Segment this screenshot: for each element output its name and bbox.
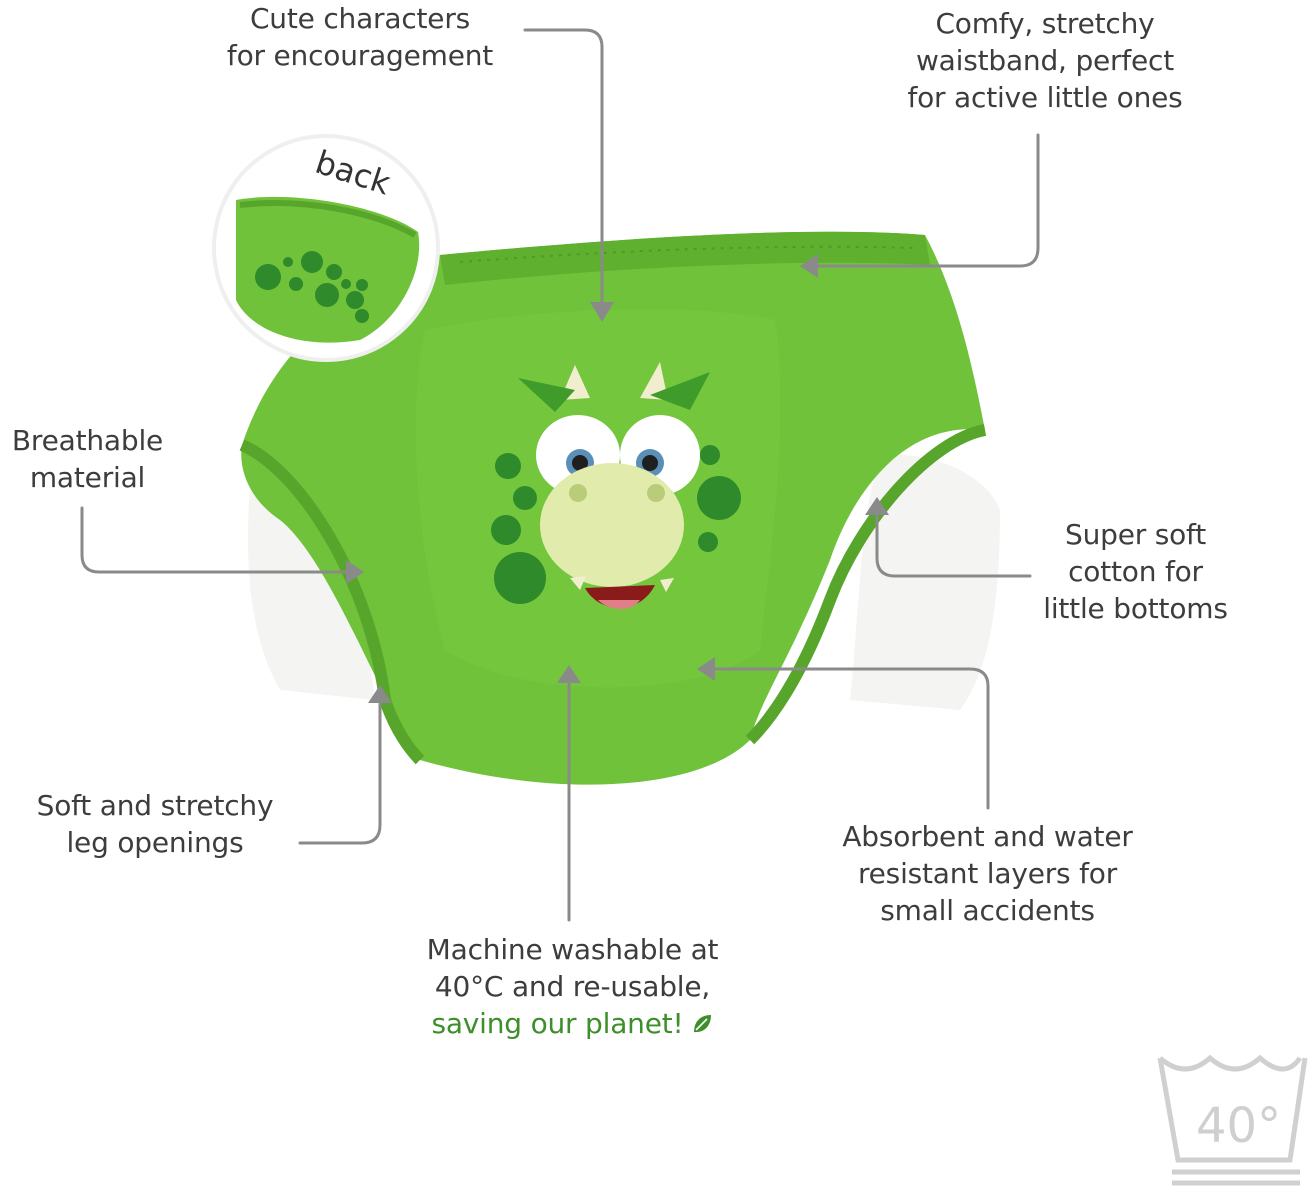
callout-cotton: Super soft cotton for little bottoms [1028, 516, 1243, 627]
arrow-leg [298, 698, 382, 845]
callout-cotton-line-3: little bottoms [1043, 592, 1228, 625]
callout-absorbent: Absorbent and water resistant layers for… [815, 818, 1160, 929]
arrow-breathable [80, 506, 352, 574]
callout-cotton-line-2: cotton for [1068, 555, 1203, 588]
leaf-icon [693, 1015, 711, 1033]
callout-washable-highlight-text: saving our planet! [431, 1007, 684, 1040]
callout-absorbent-line-1: Absorbent and water [842, 820, 1133, 853]
callout-washable-highlight: saving our planet! [400, 1005, 745, 1042]
arrow-heads [346, 254, 889, 703]
callout-breathable-line-2: material [29, 461, 146, 494]
callout-characters-line-1: Cute characters [249, 2, 471, 35]
arrow-waistband [813, 133, 1040, 268]
arrow-cotton [875, 510, 1032, 578]
callout-waistband-line-1: Comfy, stretchy [935, 7, 1155, 40]
waistband [440, 231, 930, 285]
callout-leg: Soft and stretchy leg openings [10, 787, 300, 861]
wash-tub-icon: 40° [1157, 1054, 1308, 1186]
callout-absorbent-line-2: resistant layers for [857, 857, 1118, 890]
callout-absorbent-line-3: small accidents [880, 894, 1095, 927]
arrow-characters [523, 28, 604, 307]
callout-characters-line-2: for encouragement [226, 39, 494, 72]
callout-washable-line-2: 40°C and re-usable, [434, 970, 711, 1003]
callout-waistband-line-3: for active little ones [907, 81, 1183, 114]
callout-washable-line-1: Machine washable at [426, 933, 719, 966]
arrow-absorbent [710, 667, 990, 810]
callout-arrows [80, 28, 1040, 922]
callout-washable: Machine washable at 40°C and re-usable, … [400, 931, 745, 1042]
dino-face-icon [491, 362, 741, 609]
callout-leg-line-2: leg openings [66, 826, 244, 859]
callout-cotton-line-1: Super soft [1065, 518, 1206, 551]
training-pants [239, 231, 1000, 785]
callout-breathable: Breathable material [0, 422, 175, 496]
callout-breathable-line-1: Breathable [11, 424, 164, 457]
callout-waistband-line-2: waistband, perfect [915, 44, 1175, 77]
back-badge: back [212, 134, 440, 362]
callout-waistband: Comfy, stretchy waistband, perfect for a… [880, 5, 1210, 116]
callout-characters: Cute characters for encouragement [200, 0, 520, 74]
right-inner-lining [850, 454, 1000, 710]
wash-temperature: 40° [1196, 1098, 1281, 1154]
callout-leg-line-1: Soft and stretchy [36, 789, 274, 822]
